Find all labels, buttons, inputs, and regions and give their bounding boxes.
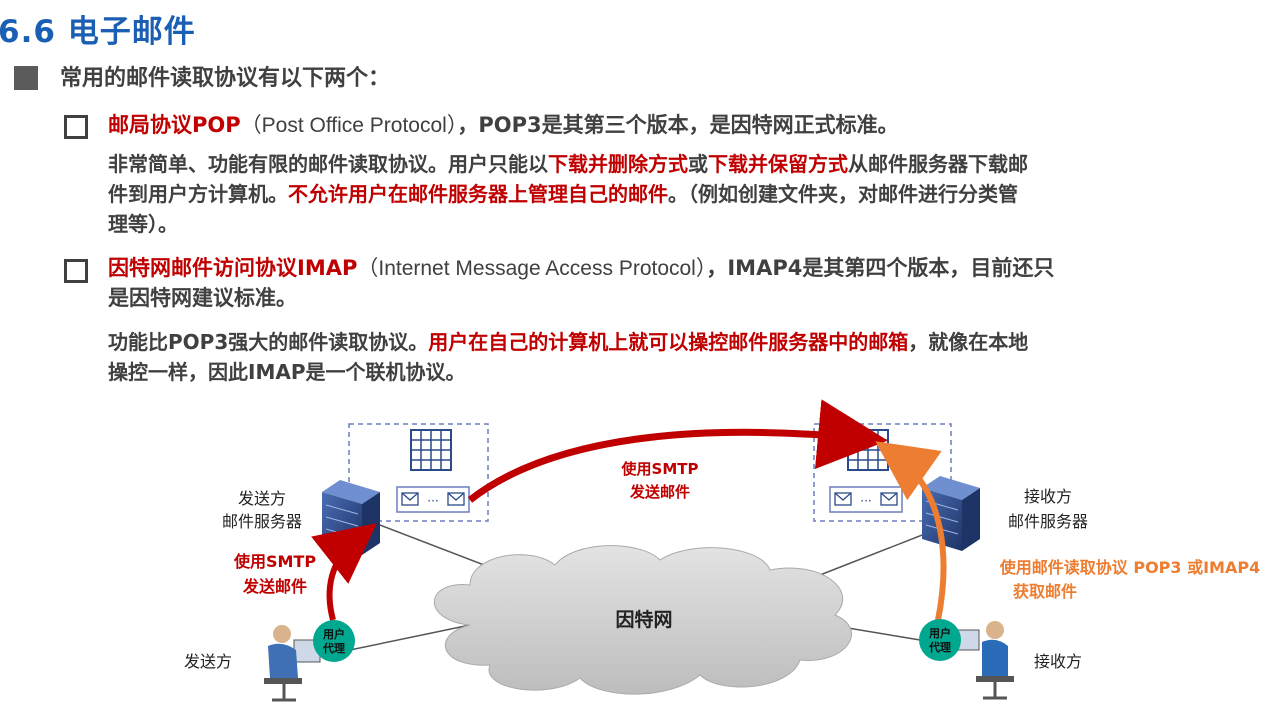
smtp-left-label-1: 使用SMTP <box>233 552 316 571</box>
grid-icon <box>410 429 452 471</box>
user-at-computer-icon <box>954 621 1014 700</box>
intro-text: 常用的邮件读取协议有以下两个： <box>60 66 391 91</box>
imap-desc-highlight: 用户在自己的计算机上就可以操控邮件服务器中的邮箱 <box>428 330 909 354</box>
bullet-square-icon <box>14 66 38 90</box>
receiver-server-label-2: 邮件服务器 <box>1008 512 1088 531</box>
checkbox-icon <box>64 115 88 139</box>
imap-name: 因特网邮件访问协议IMAP <box>108 256 358 280</box>
user-at-computer-icon <box>264 625 321 702</box>
pop-desc-text: 从邮件服务器下载邮 <box>848 152 1028 176</box>
read-protocol-label-2: 获取邮件 <box>1013 582 1077 601</box>
imap-heading: 因特网邮件访问协议IMAP（Internet Message Access Pr… <box>108 254 1054 283</box>
pop-desc-highlight: 下载并删除方式 <box>548 152 688 176</box>
smtp-send-arrow <box>311 523 377 621</box>
mail-dots: ··· <box>860 494 871 508</box>
imap-heading-line-2: 是因特网建议标准。 <box>108 286 297 310</box>
pop-desc-text: 或 <box>688 152 708 176</box>
internet-label: 因特网 <box>615 609 672 631</box>
agent-label-1: 用户 <box>929 626 951 640</box>
pop-name: 邮局协议POP <box>108 113 241 137</box>
pop-rest: ，POP3是其第三个版本，是因特网正式标准。 <box>457 113 899 137</box>
sender-server-label-1: 发送方 <box>238 489 286 508</box>
sender-server-label-2: 邮件服务器 <box>222 512 302 531</box>
pop-desc-line-2: 件到用户方计算机。不允许用户在邮件服务器上管理自己的邮件。（例如创建文件夹，对邮… <box>108 180 1018 209</box>
pop-desc-line-3: 理等）。 <box>108 212 178 236</box>
smtp-transfer-arrow <box>467 399 888 503</box>
pop-desc-line-1: 非常简单、功能有限的邮件读取协议。用户只能以下载并删除方式或下载并保留方式从邮件… <box>108 150 1028 179</box>
user-agent-badge <box>313 620 355 662</box>
pop-desc-text: 。（例如创建文件夹，对邮件进行分类管 <box>668 182 1018 206</box>
user-agent-badge <box>919 619 961 661</box>
pop-desc-highlight: 下载并保留方式 <box>708 152 848 176</box>
imap-rest: ，IMAP4是其第四个版本，目前还只 <box>706 256 1055 280</box>
pop-heading: 邮局协议POP（Post Office Protocol），POP3是其第三个版… <box>108 111 899 140</box>
page-title: 6.6 电子邮件 <box>0 14 196 50</box>
sender-mailbox-frame <box>348 423 489 522</box>
pop-desc-text: 件到用户方计算机。 <box>108 182 288 206</box>
imap-desc-text: ，就像在本地 <box>908 330 1029 354</box>
read-protocol-label-1: 使用邮件读取协议 POP3 或IMAP4 <box>999 558 1260 577</box>
imap-desc-line-2: 操控一样，因此IMAP是一个联机协议。 <box>108 360 466 384</box>
receiver-server-label-1: 接收方 <box>1024 487 1072 506</box>
read-protocol-arrow <box>875 441 947 621</box>
smtp-top-label-1: 使用SMTP <box>621 460 699 478</box>
internet-cloud-icon <box>433 545 852 695</box>
agent-label-2: 代理 <box>322 641 345 655</box>
agent-label-1: 用户 <box>323 627 345 641</box>
agent-label-2: 代理 <box>928 640 951 654</box>
link-line <box>819 529 936 576</box>
smtp-top-label-2: 发送邮件 <box>629 483 690 501</box>
receiver-label: 接收方 <box>1034 652 1082 671</box>
link-line <box>349 624 471 651</box>
pop-desc-text: 非常简单、功能有限的邮件读取协议。用户只能以 <box>108 152 548 176</box>
smtp-left-label-2: 发送邮件 <box>242 577 307 596</box>
sender-label: 发送方 <box>184 652 232 671</box>
pop-desc-highlight: 不允许用户在邮件服务器上管理自己的邮件 <box>288 182 668 206</box>
pop-full-name: （Post Office Protocol） <box>240 114 458 137</box>
mail-dots: ··· <box>427 494 438 508</box>
imap-desc-line-1: 功能比POP3强大的邮件读取协议。用户在自己的计算机上就可以操控邮件服务器中的邮… <box>108 328 1028 357</box>
imap-desc-text: 功能比POP3强大的邮件读取协议。 <box>108 330 429 354</box>
checkbox-icon <box>64 259 88 283</box>
server-icon <box>922 476 980 551</box>
mail-queue-icon <box>396 486 470 513</box>
imap-full-name: （Internet Message Access Protocol） <box>357 257 707 280</box>
